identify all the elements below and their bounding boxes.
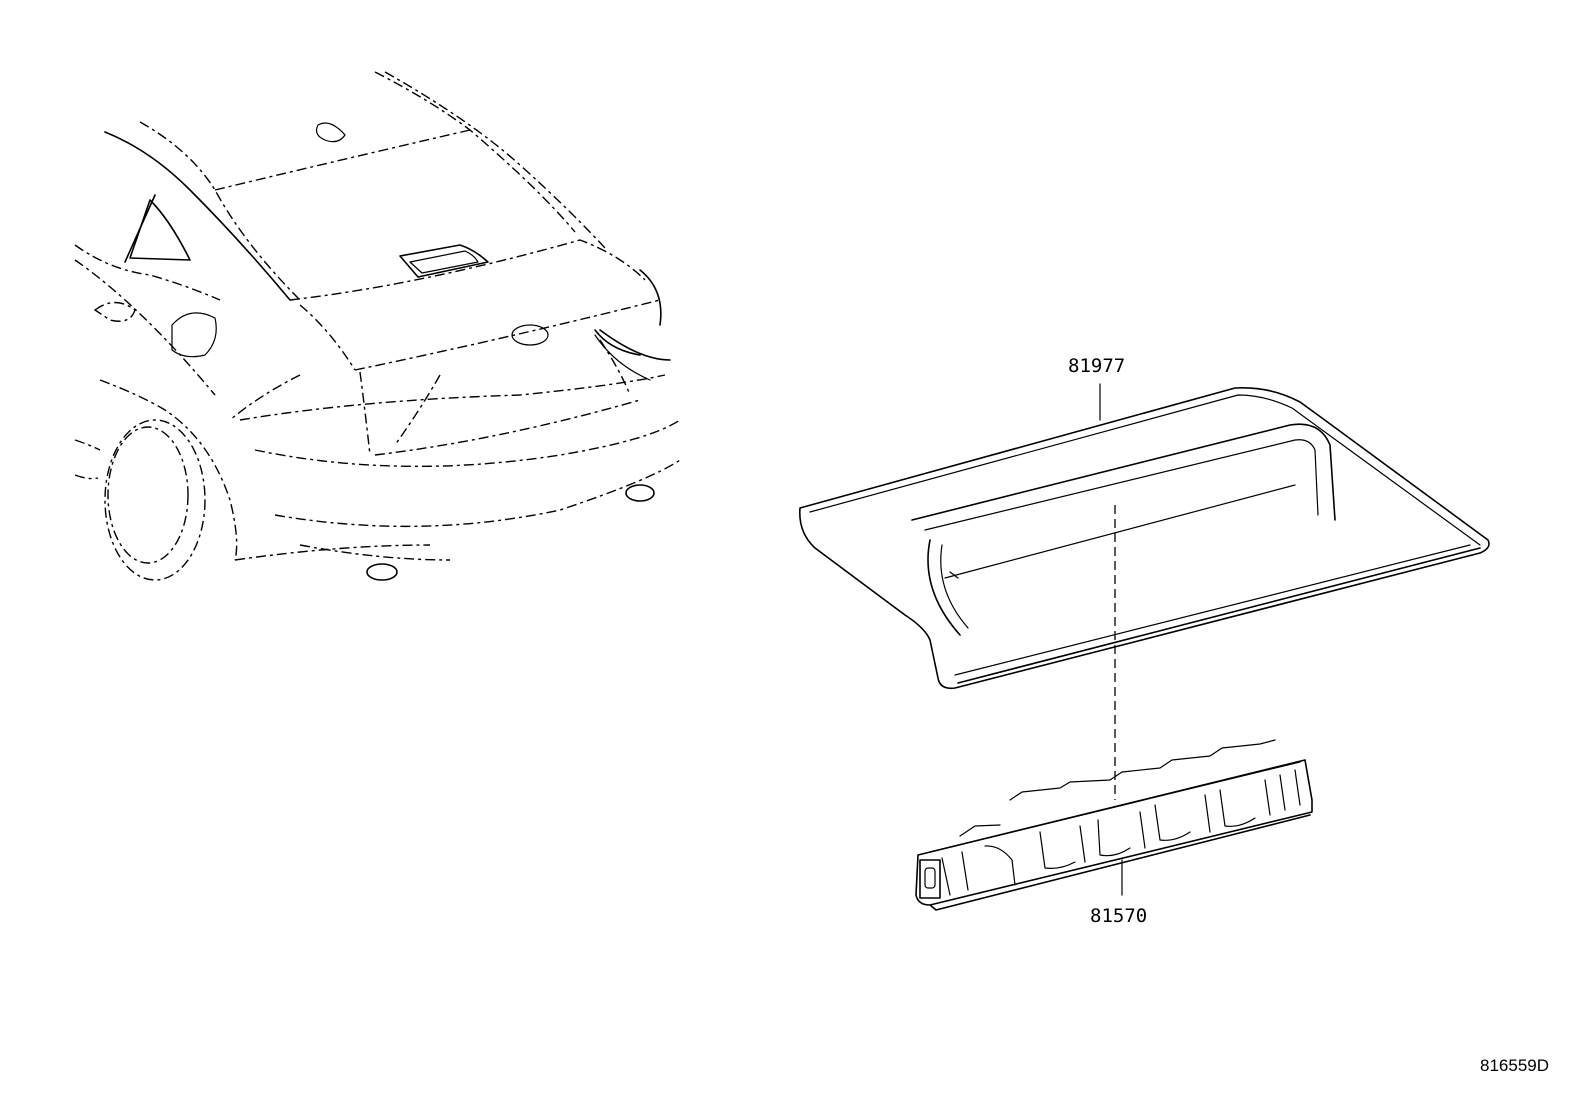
drawing-reference-id: 816559D bbox=[1480, 1056, 1549, 1075]
part-81977-cover: 81977 bbox=[798, 355, 1490, 690]
part-81570-lamp-bar: 81570 bbox=[915, 739, 1313, 927]
part-number-81977: 81977 bbox=[1068, 355, 1125, 377]
vehicle-rear-illustration bbox=[74, 71, 681, 581]
part-number-81570: 81570 bbox=[1090, 905, 1147, 927]
